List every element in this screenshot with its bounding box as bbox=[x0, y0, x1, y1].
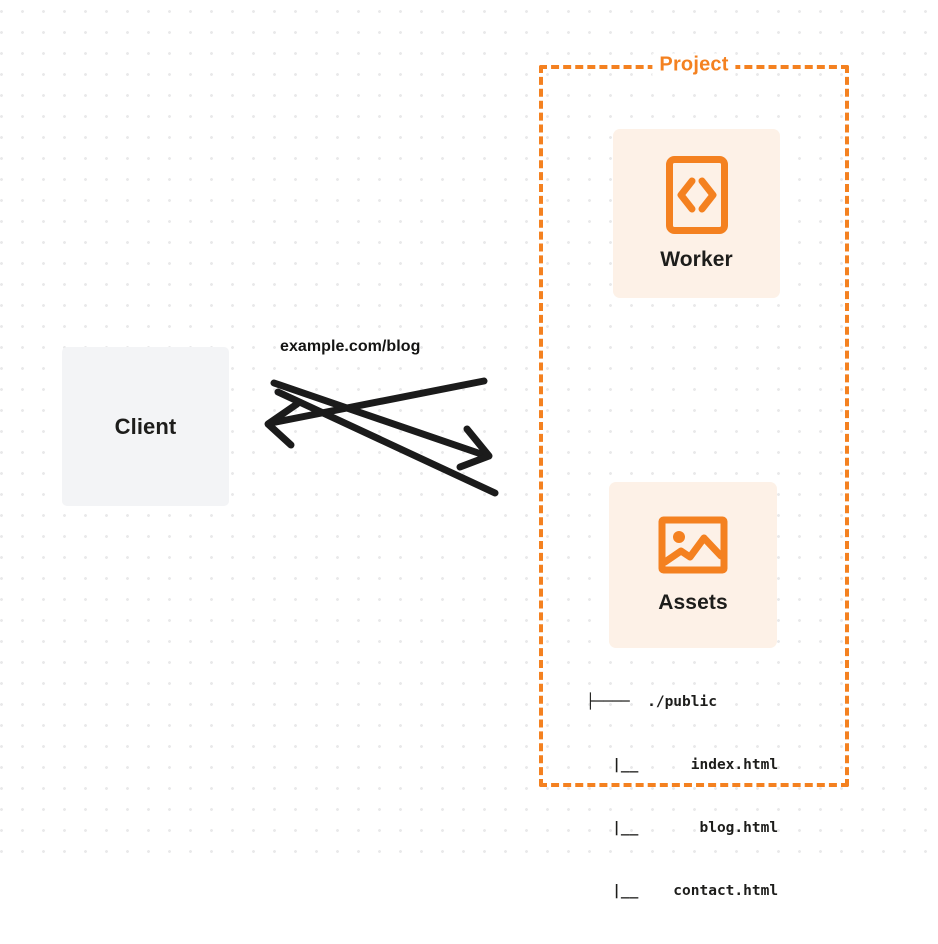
file-tree-line: ├──── ./public bbox=[586, 694, 717, 710]
diagram-canvas: Client example.com/blog Project Worker bbox=[0, 0, 938, 899]
assets-card[interactable]: Assets bbox=[609, 482, 777, 648]
client-node[interactable]: Client bbox=[62, 347, 229, 506]
file-tree-line: |__ index.html bbox=[586, 757, 779, 773]
request-arrow bbox=[270, 379, 499, 497]
worker-card[interactable]: Worker bbox=[613, 129, 780, 298]
project-group: Project bbox=[539, 53, 849, 787]
client-label: Client bbox=[114, 413, 177, 439]
file-tree-line: |__ contact.html bbox=[586, 883, 779, 899]
response-arrow bbox=[264, 377, 488, 449]
code-file-icon bbox=[665, 155, 729, 235]
assets-file-tree: ├──── ./public |__ index.html |__ blog.h… bbox=[586, 650, 778, 944]
project-group-label: Project bbox=[652, 53, 736, 77]
assets-card-label: Assets bbox=[658, 590, 728, 614]
file-tree-line: |__ blog.html bbox=[586, 820, 779, 836]
request-url-label: example.com/blog bbox=[280, 338, 421, 355]
image-icon bbox=[658, 516, 728, 574]
worker-card-label: Worker bbox=[660, 248, 733, 271]
